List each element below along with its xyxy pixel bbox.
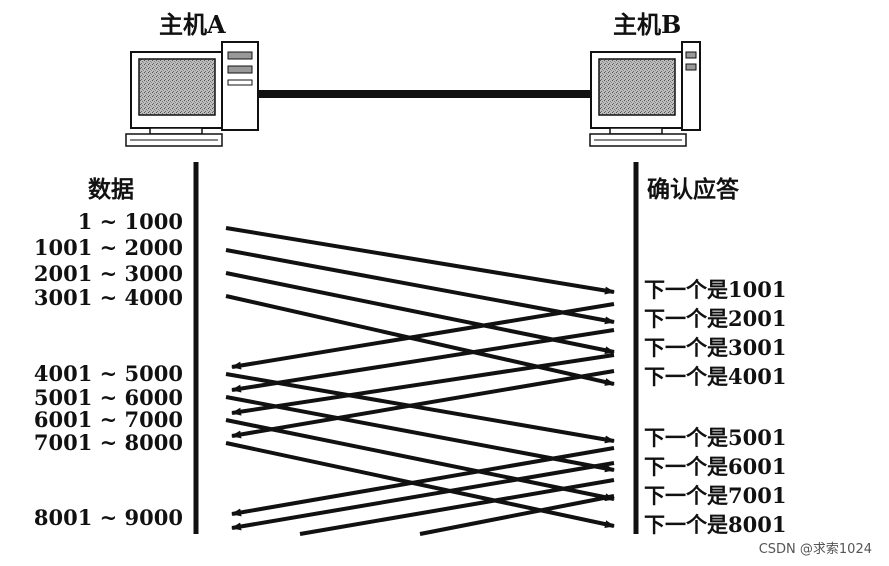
ack-arrow bbox=[231, 446, 615, 517]
segment-labels: 1 ~ 1000 1001 ~ 2000 2001 ~ 3000 3001 ~ … bbox=[34, 209, 183, 530]
ack-label: 下一个是5001 bbox=[644, 425, 786, 450]
host-a-computer-icon bbox=[125, 41, 259, 147]
ack-label: 下一个是6001 bbox=[644, 454, 786, 479]
ack-arrow bbox=[231, 302, 615, 370]
ack-arrow bbox=[231, 369, 615, 439]
data-arrows bbox=[225, 226, 615, 529]
segment-label: 5001 ~ 6000 bbox=[34, 385, 183, 410]
ack-label: 下一个是1001 bbox=[644, 277, 786, 302]
ack-arrow bbox=[231, 353, 615, 416]
ack-arrow bbox=[231, 461, 615, 531]
segment-label: 3001 ~ 4000 bbox=[34, 285, 183, 310]
ack-arrow bbox=[419, 494, 615, 536]
ack-labels: 下一个是1001 下一个是2001 下一个是3001 下一个是4001 下一个是… bbox=[644, 277, 786, 537]
data-column-title: 数据 bbox=[88, 176, 134, 203]
data-arrow bbox=[225, 418, 615, 502]
ack-arrow bbox=[231, 328, 615, 393]
data-arrow bbox=[225, 226, 615, 295]
data-arrow bbox=[225, 248, 615, 325]
ack-label: 下一个是8001 bbox=[644, 512, 786, 537]
host-a-label: 主机A bbox=[159, 10, 226, 39]
data-arrow bbox=[225, 441, 615, 529]
ack-arrow bbox=[299, 478, 615, 536]
data-arrow bbox=[225, 372, 615, 444]
segment-label: 7001 ~ 8000 bbox=[34, 430, 183, 455]
host-b-computer-icon bbox=[589, 41, 701, 147]
segment-label: 8001 ~ 9000 bbox=[34, 505, 183, 530]
watermark: CSDN @求索1024 bbox=[759, 542, 872, 557]
host-b-label: 主机B bbox=[613, 10, 681, 39]
ack-label: 下一个是2001 bbox=[644, 306, 786, 331]
segment-label: 1 ~ 1000 bbox=[78, 209, 183, 234]
ack-column-title: 确认应答 bbox=[647, 176, 740, 203]
segment-label: 1001 ~ 2000 bbox=[34, 235, 183, 260]
ack-label: 下一个是3001 bbox=[644, 335, 786, 360]
segment-label: 6001 ~ 7000 bbox=[34, 407, 183, 432]
data-arrow bbox=[225, 294, 615, 386]
ack-label: 下一个是4001 bbox=[644, 364, 786, 389]
segment-label: 4001 ~ 5000 bbox=[34, 361, 183, 386]
segment-label: 2001 ~ 3000 bbox=[34, 261, 183, 286]
ack-label: 下一个是7001 bbox=[644, 483, 786, 508]
ack-arrows bbox=[231, 302, 615, 536]
